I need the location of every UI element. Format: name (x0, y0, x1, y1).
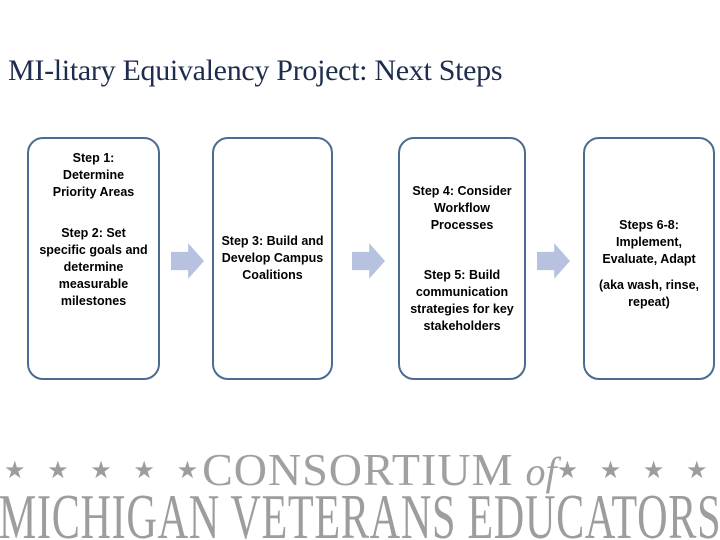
step-box-1-2: Step 1: Determine Priority Areas Step 2:… (27, 137, 160, 380)
step-box-4-5: Step 4: Consider Workflow Processes Step… (398, 137, 526, 380)
step-4-text: Step 4: Consider Workflow Processes (412, 184, 512, 232)
right-arrow-icon-1 (171, 243, 204, 279)
slide-title: MI-litary Equivalency Project: Next Step… (8, 54, 503, 87)
michigan-veterans-educators-text: MICHIGAN VETERANS EDUCATORS (0, 482, 720, 540)
step-5-text: Step 5: Build communication strategies f… (410, 268, 514, 333)
consortium-text: CONSORTIUM (202, 444, 514, 495)
star-row-left-icon: ★ ★ ★ ★ ★ (4, 456, 203, 484)
right-arrow-icon-2 (352, 243, 385, 279)
star-row-right-icon: ★ ★ ★ ★ ★ (556, 456, 720, 484)
step-1-text: Step 1: Determine Priority Areas (52, 151, 135, 199)
steps-6-8-text: Steps 6-8: Implement, Evaluate, Adapt (602, 218, 696, 266)
wash-rinse-repeat-text: (aka wash, rinse, repeat) (598, 278, 700, 309)
consortium-logo-line1: ★ ★ ★ ★ ★ CONSORTIUM of ★ ★ ★ ★ ★ (0, 447, 720, 493)
step-box-6-8: Steps 6-8: Implement, Evaluate, Adapt (a… (583, 137, 715, 380)
step-3-text: Step 3: Build and Develop Campus Coaliti… (221, 234, 324, 282)
consortium-wordmark: CONSORTIUM of (202, 447, 557, 493)
step-box-3: Step 3: Build and Develop Campus Coaliti… (212, 137, 333, 380)
right-arrow-icon-3 (537, 243, 570, 279)
of-text: of (525, 449, 557, 494)
step-2-text: Step 2: Set specific goals and determine… (39, 226, 148, 308)
